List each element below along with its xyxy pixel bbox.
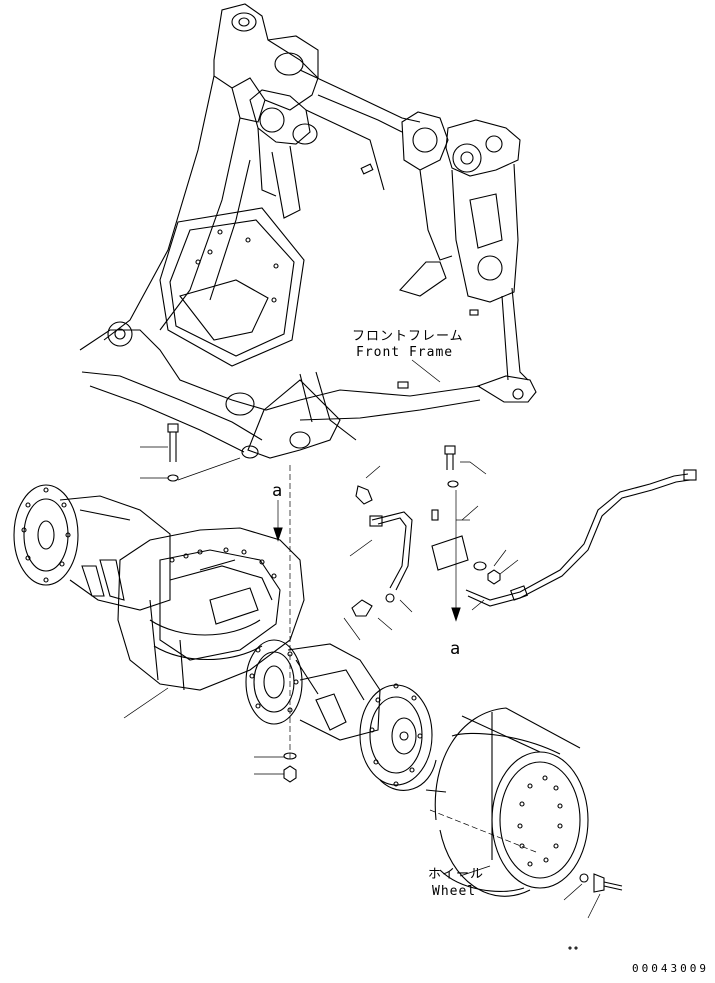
drawing-code: 00043009	[632, 962, 709, 975]
axle-mount-hardware	[254, 752, 297, 783]
reference-mark-a-lower: a	[450, 639, 461, 659]
brake-pipe-assembly	[343, 465, 697, 641]
wheel-rim	[425, 707, 589, 897]
front-axle	[13, 484, 437, 791]
wheel-bolt	[563, 873, 623, 950]
wheel-label-en: Wheel	[432, 884, 477, 899]
front-frame	[79, 3, 537, 459]
reference-mark-a-upper: a	[272, 481, 283, 501]
wheel-label-jp: ホイール	[428, 867, 485, 882]
front-frame-leader	[411, 359, 441, 383]
front-frame-label-en: Front Frame	[356, 345, 454, 360]
wheel-leader	[459, 865, 491, 877]
frame-mount-bolt	[140, 423, 241, 482]
reference-line-left	[273, 465, 291, 760]
cylinder-bracket-bolt	[444, 445, 487, 488]
front-frame-label-jp: フロントフレーム	[352, 329, 464, 344]
